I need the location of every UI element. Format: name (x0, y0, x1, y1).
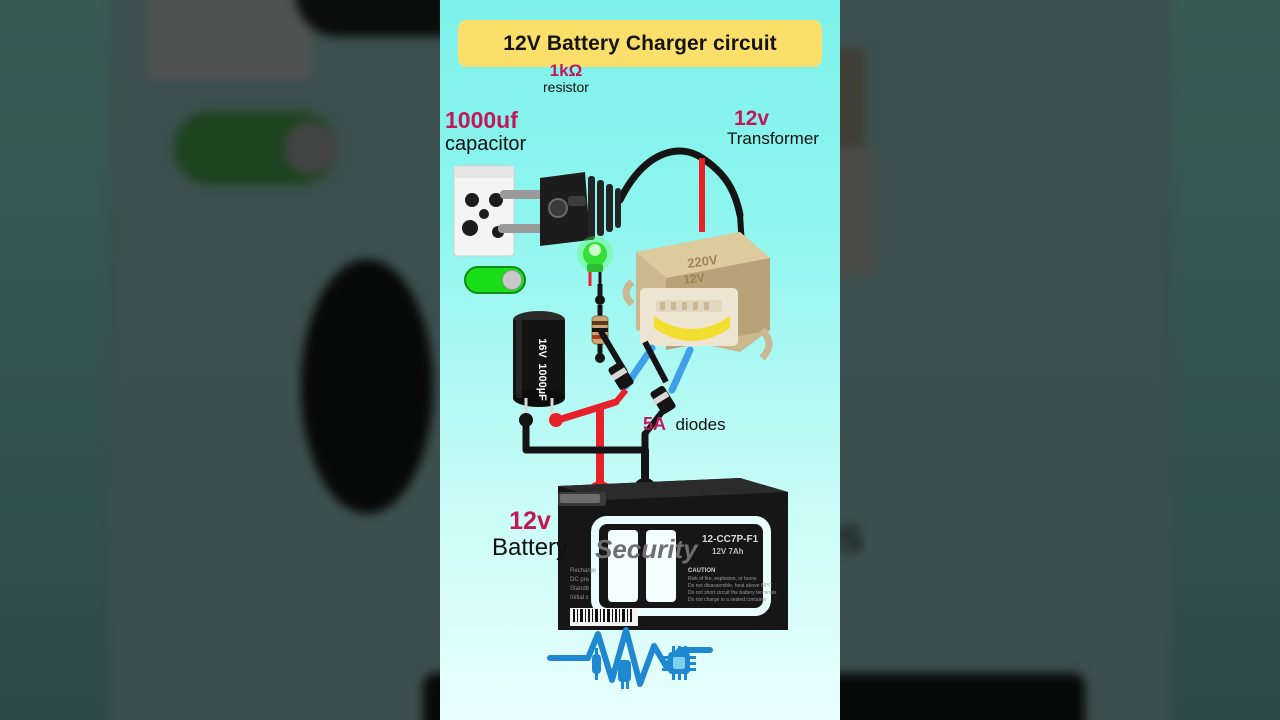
power-led-icon (577, 236, 613, 286)
battery-rating-marking: 12V 7Ah (712, 547, 744, 556)
resistor-component (591, 284, 609, 363)
svg-text:Standb: Standb (570, 586, 590, 592)
page-title-text: 12V Battery Charger circuit (503, 31, 777, 55)
svg-text:Do not charge in a sealed cont: Do not charge in a sealed container (688, 597, 767, 603)
transformer-label: 12v Transformer (727, 107, 819, 149)
svg-text:Do not disassemble, heat above: Do not disassemble, heat above 60°C (688, 583, 772, 589)
electronics-waveform-logo (547, 627, 713, 689)
diode-component-1 (597, 328, 634, 404)
battery-component: Security 12-CC7P-F1 12V 7Ah CAUTION Risk… (558, 478, 788, 630)
transformer-component: 220V 12V (622, 232, 773, 361)
svg-text:Recharge: Recharge (570, 568, 597, 574)
transformer-value: 12v (734, 107, 770, 130)
mains-cable (616, 147, 745, 246)
transformer-primary-marking: 220V (686, 252, 718, 271)
resistor-label: 1kΩ resistor (543, 62, 589, 95)
capacitor-voltage-marking: 16V (536, 338, 548, 358)
battery-model-marking: 12-CC7P-F1 (702, 534, 759, 545)
page-title: 12V Battery Charger circuit (458, 20, 822, 67)
battery-name: Battery (492, 534, 569, 562)
svg-text:Risk of fire, explosion, or bu: Risk of fire, explosion, or burns (688, 576, 757, 582)
capacitor-capacitance-marking: 1000µF (536, 363, 548, 401)
transformer-name: Transformer (727, 129, 819, 149)
diodes-name: diodes (675, 415, 726, 434)
capacitor-component: 16V 1000µF (513, 311, 565, 420)
power-toggle-knob[interactable] (502, 270, 522, 290)
capacitor-value: 1000uf (445, 107, 518, 133)
battery-caution-marking: CAUTION (688, 568, 715, 574)
svg-text:DC pre: DC pre (570, 577, 590, 583)
diodes-value: 5A (643, 414, 667, 434)
battery-label: 12v Battery (492, 507, 569, 562)
circuit-diagram: 220V 12V (453, 147, 788, 689)
diode-component-2 (642, 340, 676, 436)
diodes-label: 5A diodes (643, 415, 726, 435)
power-plug-icon (498, 172, 621, 246)
transformer-secondary-marking: 12V (682, 270, 705, 287)
svg-text:Do not short circuit the batte: Do not short circuit the battery termina… (688, 590, 777, 596)
capacitor-name: capacitor (445, 133, 527, 156)
video-panel: 12V Battery Charger circuit (440, 0, 840, 720)
resistor-name: resistor (543, 78, 589, 95)
capacitor-label: 1000uf capacitor (445, 108, 526, 155)
wall-socket-icon (453, 165, 515, 257)
resistor-value: 1kΩ (549, 61, 583, 80)
battery-brand-marking: Security (595, 534, 699, 564)
battery-value: 12v (509, 507, 551, 535)
svg-text:Initial c: Initial c (570, 595, 589, 601)
power-toggle[interactable] (464, 266, 526, 294)
